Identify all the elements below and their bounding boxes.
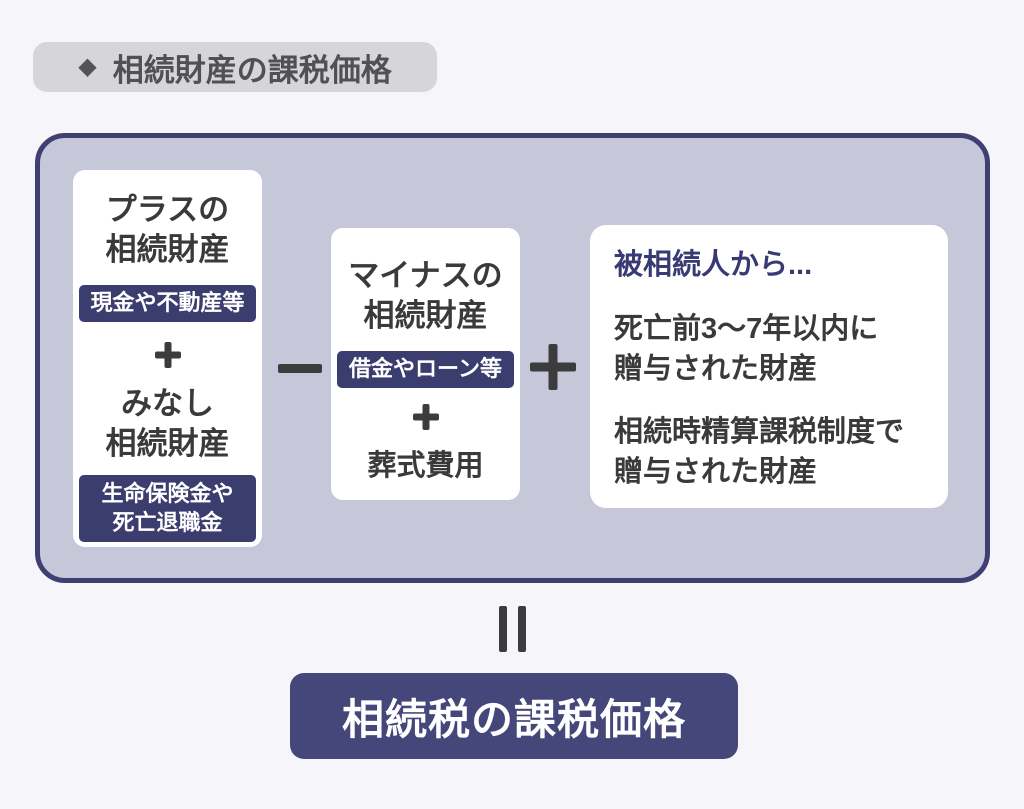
plus-operator-icon — [530, 344, 576, 390]
result-box: 相続税の課税価格 — [290, 673, 738, 759]
minus-assets-badge: 借金やローン等 — [337, 351, 514, 388]
diamond-icon: ◆ — [78, 53, 97, 80]
section-title: 相続財産の課税価格 — [112, 52, 392, 88]
gifted-assets-heading: 被相続人から... — [614, 249, 813, 281]
plus-assets-title: プラスの 相続財産 — [105, 192, 230, 267]
deemed-assets-badge: 生命保険金や 死亡退職金 — [79, 475, 256, 543]
section-title-badge: ◆ 相続財産の課税価格 — [33, 42, 437, 92]
gifted-assets-item-1: 死亡前3〜7年以内に 贈与された財産 — [614, 312, 879, 386]
equals-operator-icon — [0, 606, 1024, 652]
minus-assets-title: マイナスの 相続財産 — [348, 258, 503, 333]
minus-operator-icon — [278, 364, 322, 373]
deemed-assets-title: みなし 相続財産 — [105, 385, 230, 461]
formula-container: プラスの 相続財産 現金や不動産等 みなし 相続財産 生命保険金や 死亡退職金 … — [35, 133, 990, 583]
plus-icon — [413, 404, 439, 430]
result-label: 相続税の課税価格 — [341, 695, 686, 743]
plus-assets-card: プラスの 相続財産 現金や不動産等 みなし 相続財産 生命保険金や 死亡退職金 — [73, 170, 262, 547]
plus-icon — [155, 342, 181, 368]
plus-assets-badge: 現金や不動産等 — [79, 285, 256, 322]
minus-assets-card: マイナスの 相続財産 借金やローン等 葬式費用 — [331, 228, 520, 500]
gifted-assets-card: 被相続人から... 死亡前3〜7年以内に 贈与された財産 相続時精算課税制度で … — [590, 225, 948, 508]
funeral-cost-item: 葬式費用 — [367, 449, 484, 482]
gifted-assets-item-2: 相続時精算課税制度で 贈与された財産 — [614, 415, 905, 489]
